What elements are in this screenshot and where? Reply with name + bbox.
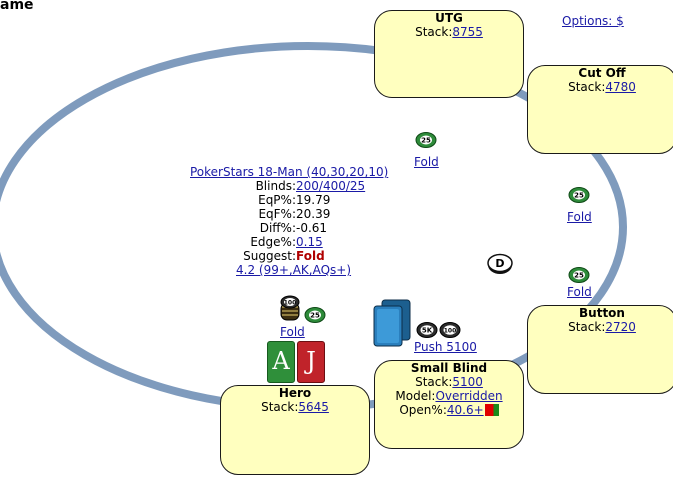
range-link[interactable]: 4.2 (99+,AK,AQs+) (236, 263, 352, 277)
stack-value[interactable]: 8755 (452, 25, 483, 39)
eqf-label: EqF%: (258, 207, 296, 221)
chip-25-icon: 25 (304, 307, 326, 323)
chip-25-icon: 25 (415, 132, 437, 148)
open-label: Open%: (399, 403, 447, 417)
seat-name: Button (579, 306, 625, 320)
hero-action-fold[interactable]: Fold (280, 325, 305, 339)
chip-25-icon: 25 (568, 187, 590, 203)
stack-label: Stack: (261, 400, 299, 414)
svg-text:5K: 5K (422, 327, 433, 335)
diff-row: Diff%:-0.61 (186, 221, 327, 235)
tournament-link[interactable]: PokerStars 18-Man (40,30,20,10) (190, 165, 389, 179)
stack-value[interactable]: 5100 (452, 375, 483, 389)
suggest-label: Suggest: (243, 249, 296, 263)
blinds-value[interactable]: 200/400/25 (296, 179, 366, 193)
seat-cutoff[interactable]: Cut Off Stack:4780 (527, 65, 673, 154)
eqp-value: 19.79 (296, 193, 331, 207)
stack-label: Stack: (568, 320, 606, 334)
seat-name: UTG (435, 11, 463, 25)
utg-action-fold[interactable]: Fold (414, 155, 439, 169)
chip-25-icon: 25 (568, 267, 590, 283)
svg-text:100: 100 (444, 328, 457, 335)
svg-text:25: 25 (574, 192, 584, 200)
window-title: ame (0, 0, 34, 13)
suggest-value: Fold (296, 249, 325, 263)
diff-label: Diff%: (259, 221, 296, 235)
blinds-label: Blinds: (255, 179, 296, 193)
svg-text:25: 25 (421, 137, 431, 145)
stack-value[interactable]: 2720 (605, 320, 636, 334)
edge-row: Edge%:0.15 (186, 235, 323, 249)
chip-stack-100-icon: 100 (280, 295, 300, 321)
small-blind-action-push[interactable]: Push 5100 (414, 340, 477, 354)
stack-label: Stack: (415, 25, 453, 39)
eqp-row: EqP%:19.79 (186, 193, 330, 207)
hero-card-jack: J (297, 341, 325, 383)
cutoff-action-fold[interactable]: Fold (567, 210, 592, 224)
seat-hero[interactable]: Hero Stack:5645 (220, 385, 370, 475)
svg-text:100: 100 (284, 300, 297, 307)
suggest-row: Suggest:Fold (186, 249, 325, 263)
seat-name: Hero (278, 386, 312, 400)
button-action-fold[interactable]: Fold (567, 285, 592, 299)
dealer-button-icon: D (487, 253, 513, 274)
svg-text:25: 25 (574, 272, 584, 280)
eqf-row: EqF%:20.39 (186, 207, 330, 221)
card-back-icon (373, 299, 411, 347)
edge-label: Edge%: (250, 235, 296, 249)
open-value[interactable]: 40.6+ (446, 403, 484, 417)
seat-utg[interactable]: UTG Stack:8755 (374, 10, 524, 98)
stack-label: Stack: (568, 80, 606, 94)
chip-100-icon: 100 (439, 322, 461, 338)
seat-name: Cut Off (578, 66, 626, 80)
stack-value[interactable]: 5645 (298, 400, 329, 414)
seat-name: Small Blind (410, 361, 488, 375)
eqp-label: EqP%: (258, 193, 296, 207)
model-label: Model: (395, 389, 436, 403)
svg-text:D: D (495, 257, 504, 270)
options-link[interactable]: Options: $ (562, 14, 624, 28)
edge-value[interactable]: 0.15 (296, 235, 323, 249)
svg-text:25: 25 (310, 312, 320, 320)
diff-value: -0.61 (296, 221, 328, 235)
eqf-value: 20.39 (296, 207, 331, 221)
seat-button[interactable]: Button Stack:2720 (527, 305, 673, 394)
seat-small-blind[interactable]: Small Blind Stack:5100 Model:Overridden … (374, 360, 524, 449)
hero-card-ace: A (267, 341, 295, 383)
model-value[interactable]: Overridden (435, 389, 503, 403)
chip-5k-icon: 5K (416, 322, 438, 338)
stack-value[interactable]: 4780 (605, 80, 636, 94)
open-range-bar (484, 404, 499, 416)
stack-label: Stack: (415, 375, 453, 389)
blinds-row: Blinds:200/400/25 (186, 179, 366, 193)
